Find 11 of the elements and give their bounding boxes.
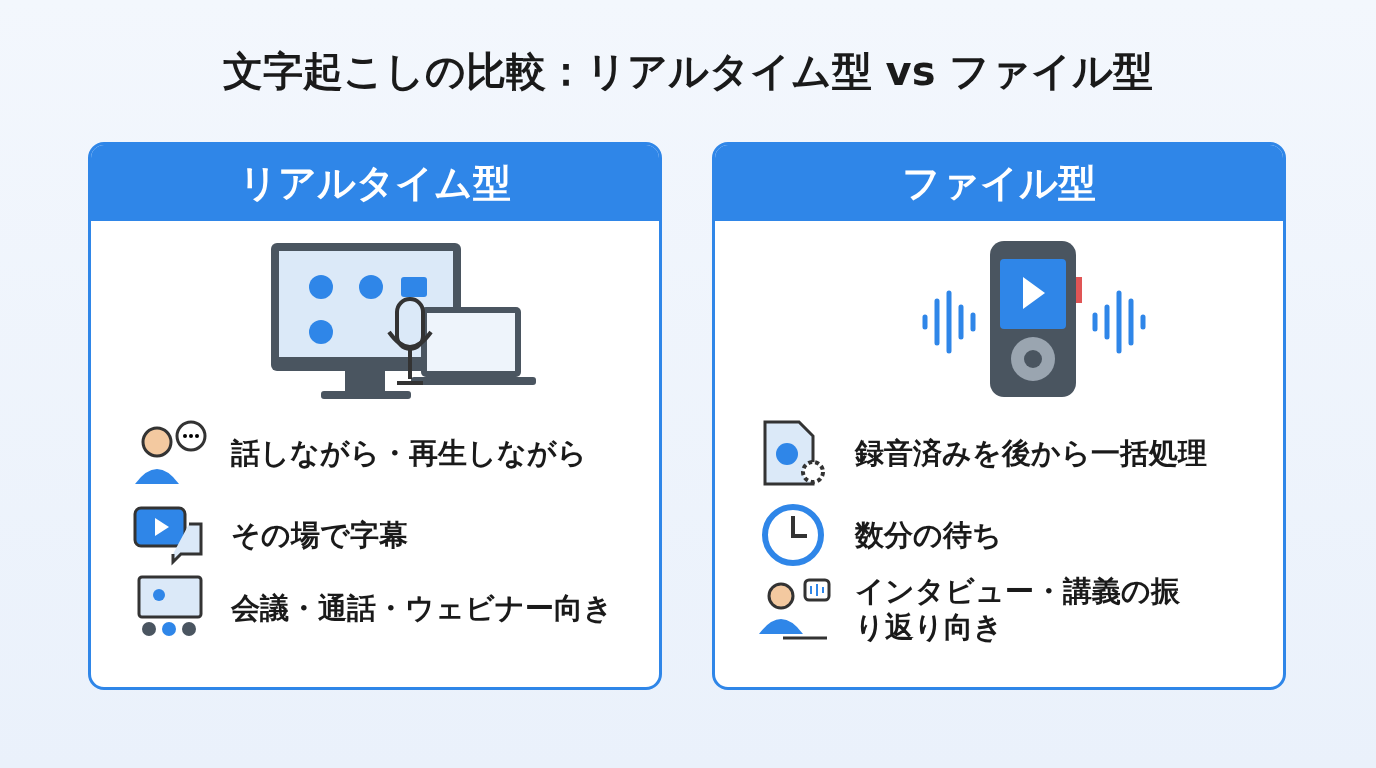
comparison-card: [88, 142, 662, 690]
card-heading: ファイル型: [715, 145, 1283, 221]
feature-text: 会議・通話・ウェビナー向き: [231, 589, 614, 627]
feature-text: インタビュー・講義の振り返り向き: [855, 573, 1181, 646]
feature-text: 数分の待ち: [855, 516, 1003, 554]
card-heading: リアルタイム型: [91, 145, 659, 221]
feature-text: 話しながら・再生しながら: [231, 434, 588, 472]
feature-text: 録音済みを後から一括処理: [855, 434, 1208, 472]
comparison-card: [712, 142, 1286, 690]
title: 文字起こしの比較：リアルタイム型 vs ファイル型: [221, 47, 1155, 96]
feature-text: その場で字幕: [231, 516, 409, 554]
